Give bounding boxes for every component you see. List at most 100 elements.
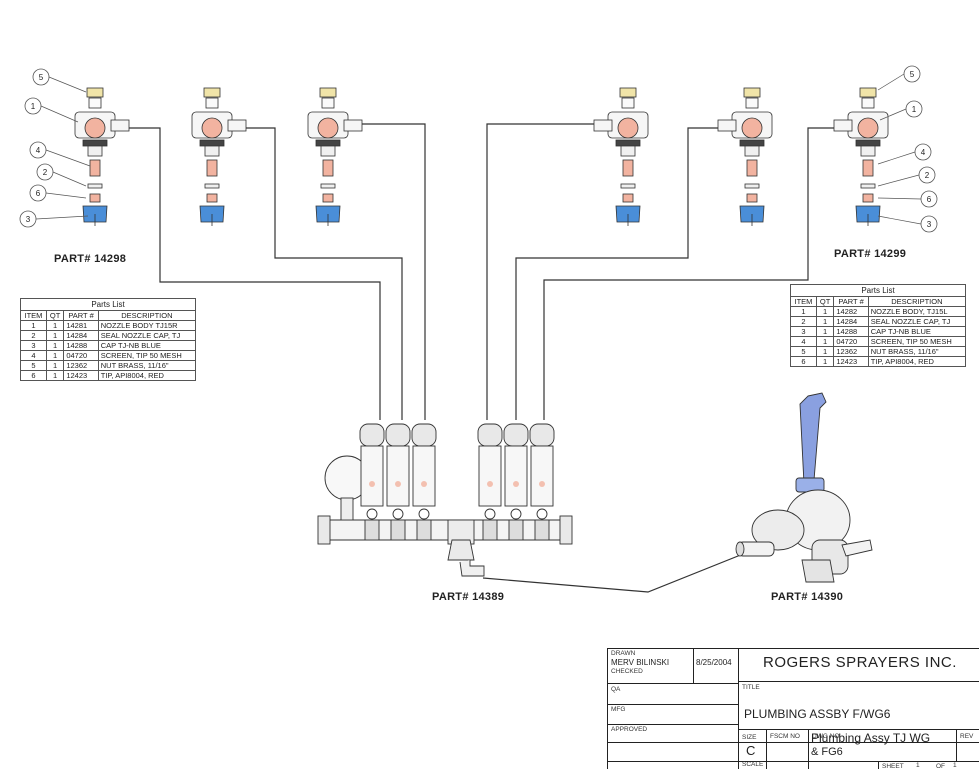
parts-list-header: QT bbox=[815, 296, 835, 307]
parts-list-cell: TIP, API8004, RED bbox=[97, 370, 197, 381]
brass-nut bbox=[203, 87, 221, 98]
callout-circle bbox=[903, 65, 921, 83]
brass-nut bbox=[859, 87, 877, 98]
callout: 1 bbox=[24, 97, 79, 123]
nozzle-assembly bbox=[307, 87, 363, 226]
checked-label: CHECKED bbox=[611, 668, 643, 675]
callout-number: 2 bbox=[925, 171, 930, 180]
parts-list-cell: 14281 bbox=[63, 320, 99, 331]
nozzle-ring bbox=[199, 139, 225, 147]
callout-leader bbox=[35, 215, 89, 220]
parts-list-cell: 14282 bbox=[833, 306, 869, 317]
nozzle-assembly bbox=[74, 87, 130, 226]
valve-14390 bbox=[735, 392, 873, 583]
callout-number: 4 bbox=[921, 148, 926, 157]
valve-nut bbox=[510, 508, 522, 520]
dwg-line-1: Plumbing Assy TJ WG bbox=[811, 731, 931, 745]
valve-indicator bbox=[421, 481, 427, 487]
dwg-label: DWG NO bbox=[812, 733, 840, 740]
parts-list-cell: 12362 bbox=[833, 346, 869, 357]
qa-label: QA bbox=[611, 686, 621, 693]
callout-number: 3 bbox=[26, 215, 31, 224]
parts-list-cell: 1 bbox=[20, 320, 47, 331]
drawn-date: 8/25/2004 bbox=[696, 658, 732, 667]
parts-list-cell: TIP, API8004, RED bbox=[867, 356, 967, 367]
valve-elbow bbox=[477, 423, 503, 447]
nozzle-assembly bbox=[593, 87, 649, 226]
parts-list-caption: Parts List bbox=[20, 298, 196, 310]
parts-list-cell: 12362 bbox=[63, 360, 99, 371]
nozzle-side-arm bbox=[717, 119, 737, 132]
parts-list-header: ITEM bbox=[790, 296, 817, 307]
parts-list-cell: 5 bbox=[790, 346, 817, 357]
tip bbox=[746, 193, 758, 203]
valve-body bbox=[412, 445, 436, 507]
parts-list-cell: 1 bbox=[815, 336, 835, 347]
drawn-label: DRAWN bbox=[611, 650, 636, 657]
valve-body bbox=[386, 445, 410, 507]
parts-list-cell: 1 bbox=[815, 356, 835, 367]
seal bbox=[320, 183, 336, 189]
valve-nut bbox=[418, 508, 430, 520]
parts-list-cell: 1 bbox=[45, 370, 65, 381]
valve-body bbox=[360, 445, 384, 507]
nozzle-ring bbox=[315, 139, 341, 147]
valve-fitting bbox=[416, 519, 432, 541]
callout-leader bbox=[877, 174, 920, 187]
manifold-valve bbox=[477, 423, 503, 541]
valve-elbow bbox=[385, 423, 411, 447]
dwg-line-2: & FG6 bbox=[811, 746, 843, 758]
parts-list-cell: 1 bbox=[815, 346, 835, 357]
part-label-manifold: PART# 14389 bbox=[432, 591, 505, 603]
callout-leader bbox=[877, 73, 905, 91]
parts-list-cell: 04720 bbox=[63, 350, 99, 361]
brass-nut bbox=[319, 87, 337, 98]
nozzle-body bbox=[741, 117, 763, 139]
valve-indicator bbox=[369, 481, 375, 487]
hose-lines bbox=[125, 123, 836, 593]
manifold-valve bbox=[411, 423, 437, 541]
rev-label: REV bbox=[960, 733, 974, 740]
valve-fitting bbox=[482, 519, 498, 541]
callout-number: 6 bbox=[36, 189, 41, 198]
seal bbox=[204, 183, 220, 189]
parts-list-cell: 1 bbox=[815, 306, 835, 317]
nozzle-assembly bbox=[191, 87, 247, 226]
callout-number: 3 bbox=[927, 220, 932, 229]
nozzle-ring bbox=[739, 139, 765, 147]
nozzle-ring bbox=[82, 139, 108, 147]
parts-list-header: DESCRIPTION bbox=[867, 296, 967, 307]
nozzle-side-arm bbox=[593, 119, 613, 132]
nozzle-side-arm bbox=[227, 119, 247, 132]
parts-list-cell: NUT BRASS, 11/16" bbox=[97, 360, 197, 371]
callout-leader bbox=[52, 171, 87, 187]
sheet-value: 1 bbox=[916, 762, 920, 769]
nozzle-body bbox=[857, 117, 879, 139]
callout-leader bbox=[40, 105, 79, 123]
nozzle-side-arm bbox=[110, 119, 130, 132]
valve-nut bbox=[536, 508, 548, 520]
parts-list-cell: 4 bbox=[790, 336, 817, 347]
parts-list-cell: NUT BRASS, 11/16" bbox=[867, 346, 967, 357]
parts-list-cell: 1 bbox=[45, 360, 65, 371]
nozzle-stem bbox=[88, 97, 102, 109]
callout: 4 bbox=[29, 141, 91, 167]
fscm-label: FSCM NO bbox=[770, 733, 800, 740]
mfg-label: MFG bbox=[611, 706, 626, 713]
nozzle-body bbox=[317, 117, 339, 139]
valve-fitting bbox=[508, 519, 524, 541]
nozzle-assembly bbox=[717, 87, 773, 226]
sheet-label: SHEET bbox=[882, 763, 904, 770]
parts-list-cell: 2 bbox=[20, 330, 47, 341]
part-label-left: PART# 14298 bbox=[54, 253, 127, 265]
seal bbox=[87, 183, 103, 189]
valve-body bbox=[530, 445, 554, 507]
parts-list-cell: CAP TJ-NB BLUE bbox=[867, 326, 967, 337]
